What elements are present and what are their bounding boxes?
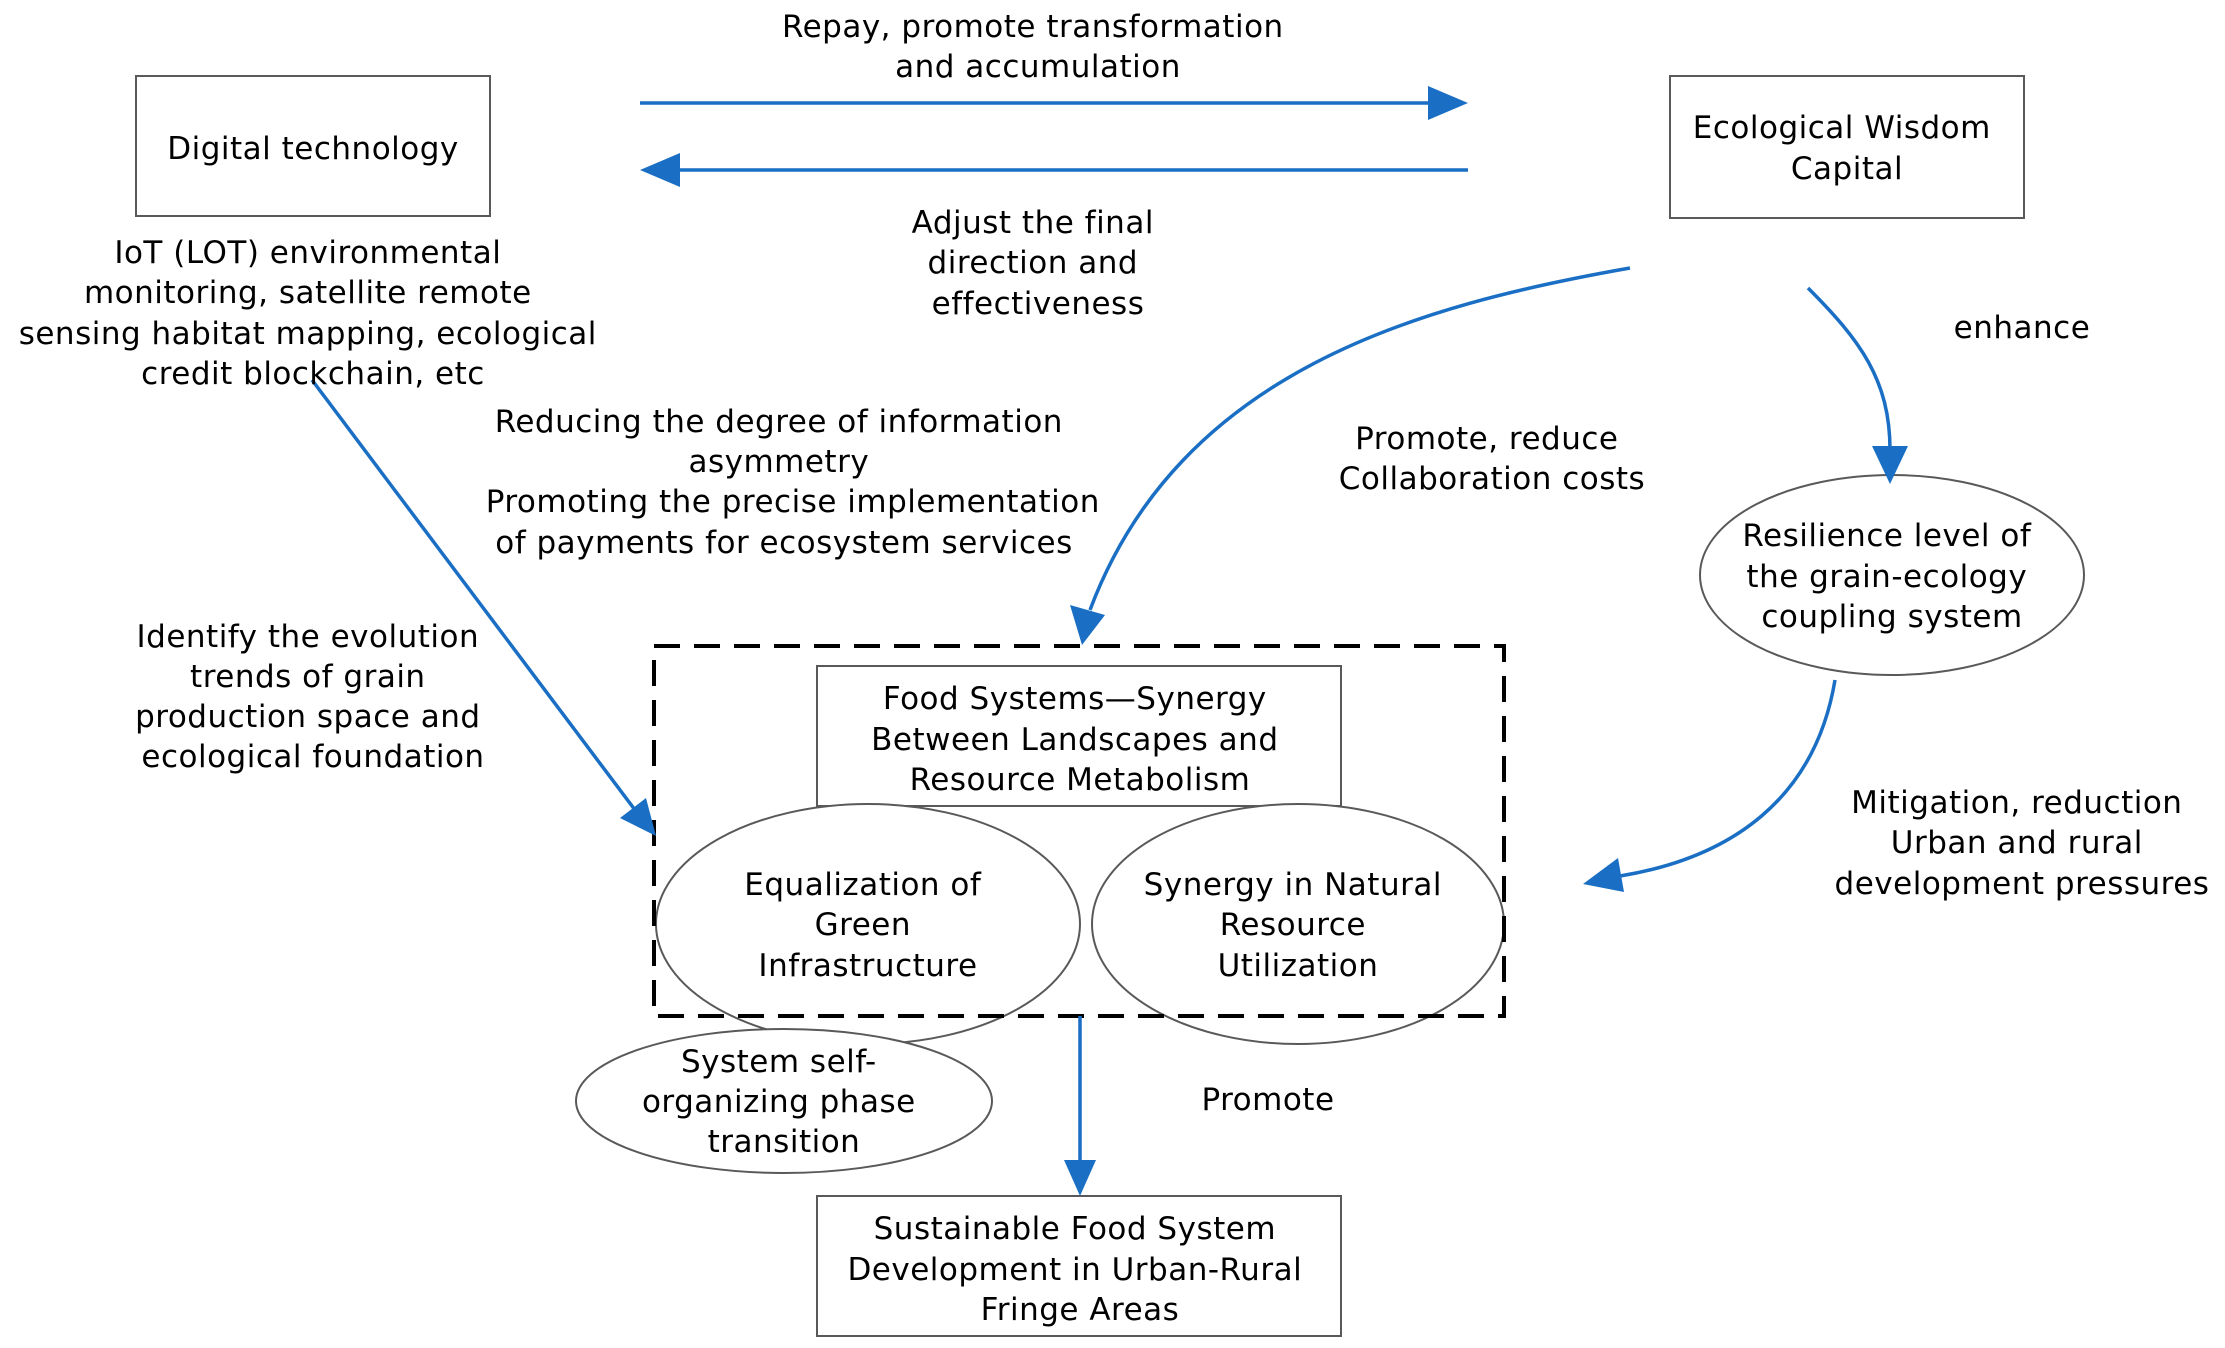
label-reducing: Reducing the degree of information asymm… xyxy=(486,404,1111,561)
label-enhance: enhance xyxy=(1954,310,2091,346)
digital-technology-node: Digital technology xyxy=(135,75,491,217)
synergy-natural-label: Synergy in Natural Resource Utilization xyxy=(1144,867,1453,984)
sustainable-food-system-node: Sustainable Food System Development in U… xyxy=(816,1195,1342,1337)
label-identify: Identify the evolution trends of grain p… xyxy=(135,619,491,775)
synergy-natural-node: Synergy in Natural Resource Utilization xyxy=(1091,803,1505,1045)
arrow-mitigation xyxy=(1619,679,1837,878)
sustainable-food-system-label: Sustainable Food System Development in U… xyxy=(847,1211,1312,1328)
resilience-node: Resilience level of the grain-ecology co… xyxy=(1699,474,2085,676)
label-mitigation: Mitigation, reduction Urban and rural de… xyxy=(1835,785,2210,902)
arrow-enhance xyxy=(1806,286,1892,451)
arrow-promote-reduce xyxy=(1088,266,1631,611)
self-organizing-node: System self- organizing phase transition xyxy=(575,1028,993,1174)
label-repay: Repay, promote transformation and accumu… xyxy=(782,9,1294,85)
equalization-label: Equalization of Green Infrastructure xyxy=(744,867,991,984)
arrow-mitigation-head xyxy=(1583,858,1624,892)
arrow-enhance-head xyxy=(1872,446,1908,484)
ecological-wisdom-capital-label: Ecological Wisdom Capital xyxy=(1693,110,2001,187)
food-systems-node: Food Systems—Synergy Between Landscapes … xyxy=(816,665,1342,807)
arrow-promote-head xyxy=(1064,1160,1096,1196)
label-adjust: Adjust the final direction and effective… xyxy=(912,205,1165,322)
digital-technology-label: Digital technology xyxy=(167,131,459,167)
arrow-identify-head xyxy=(620,798,656,836)
label-promote-reduce: Promote, reduce Collaboration costs xyxy=(1339,421,1645,497)
food-systems-label: Food Systems—Synergy Between Landscapes … xyxy=(871,681,1289,798)
label-iot: IoT (LOT) environmental monitoring, sate… xyxy=(19,235,608,392)
arrows xyxy=(310,86,1908,1196)
arrow-adjust-head xyxy=(640,153,680,187)
arrow-promote-reduce-head xyxy=(1070,605,1105,645)
arrow-repay-head xyxy=(1428,86,1468,120)
equalization-node: Equalization of Green Infrastructure xyxy=(655,803,1081,1045)
self-organizing-label: System self- organizing phase transition xyxy=(642,1044,926,1160)
label-promote: Promote xyxy=(1201,1082,1334,1118)
ecological-wisdom-capital-node: Ecological Wisdom Capital xyxy=(1669,75,2025,219)
resilience-label: Resilience level of the grain-ecology co… xyxy=(1742,518,2041,635)
arrow-identify xyxy=(310,378,637,812)
